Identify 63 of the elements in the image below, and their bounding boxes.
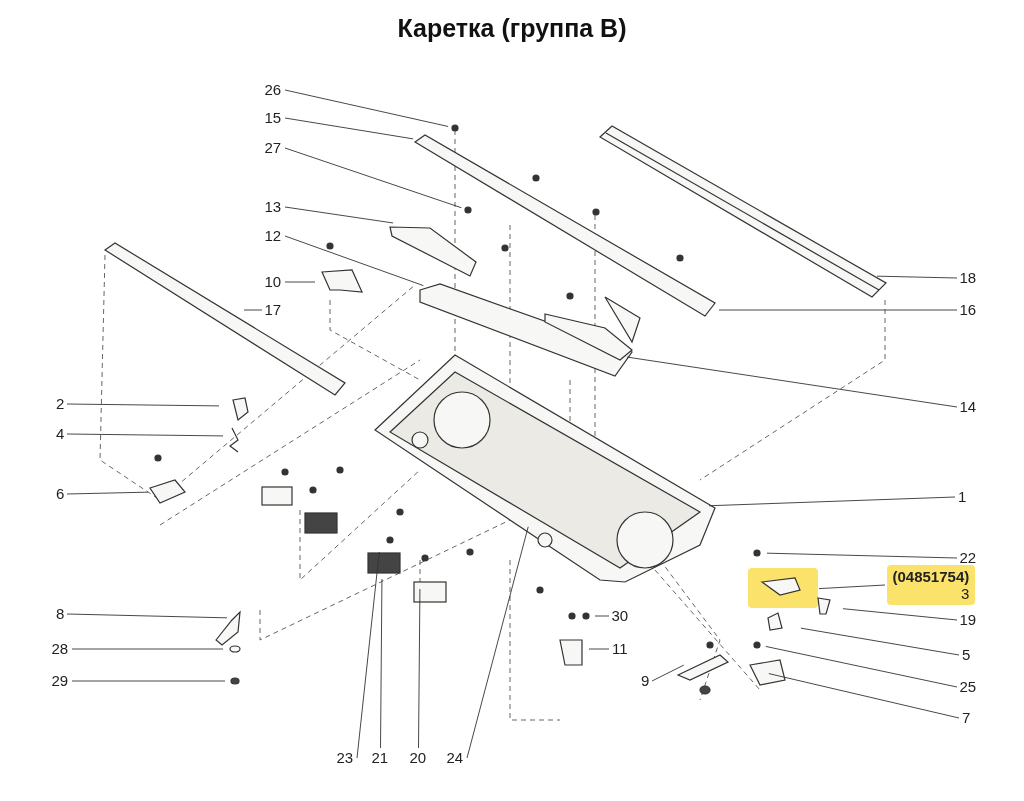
callout-number: 11 bbox=[611, 641, 629, 657]
callout-number: 30 bbox=[610, 608, 630, 624]
callout-number: 4 bbox=[55, 426, 66, 442]
leader-line bbox=[284, 235, 424, 287]
leader-line bbox=[418, 588, 421, 749]
callout-number: 6 bbox=[55, 486, 66, 502]
leader-line bbox=[284, 89, 449, 127]
diagram-title: Каретка (группа B) bbox=[396, 14, 628, 43]
leader-line bbox=[380, 578, 383, 749]
leader-line bbox=[466, 526, 529, 759]
callout-number: 16 bbox=[958, 302, 978, 318]
callout-number: 22 bbox=[958, 550, 978, 566]
callout-number: 8 bbox=[55, 606, 66, 622]
leader-line bbox=[818, 584, 886, 590]
leader-line bbox=[876, 275, 958, 279]
callout-number: 26 bbox=[263, 82, 283, 98]
leader-line bbox=[651, 664, 685, 682]
leader-line bbox=[768, 673, 960, 719]
callout-number: 18 bbox=[958, 270, 978, 286]
leader-line bbox=[66, 403, 220, 407]
leader-line bbox=[800, 627, 960, 656]
part-number: (04851754) bbox=[892, 568, 970, 585]
leader-line bbox=[243, 309, 263, 311]
leader-line bbox=[765, 646, 958, 688]
leader-line bbox=[766, 552, 958, 559]
callout-number: 17 bbox=[263, 302, 283, 318]
leader-line bbox=[284, 206, 394, 224]
callout-number: 25 bbox=[958, 679, 978, 695]
callout-number: 23 bbox=[335, 750, 355, 766]
callout-number: 20 bbox=[408, 750, 428, 766]
callout-number: 5 bbox=[961, 647, 972, 663]
callout-number: 9 bbox=[640, 673, 651, 689]
leader-line bbox=[284, 117, 414, 140]
callout-number: 15 bbox=[263, 110, 283, 126]
leader-line bbox=[66, 613, 228, 619]
leader-line bbox=[71, 648, 224, 650]
callout-number: 7 bbox=[961, 710, 972, 726]
leader-line bbox=[71, 680, 226, 682]
callout-number: 14 bbox=[958, 399, 978, 415]
leader-line bbox=[594, 615, 610, 617]
callout-number: 10 bbox=[263, 274, 283, 290]
callout-number: 29 bbox=[50, 673, 70, 689]
callout-number: 28 bbox=[50, 641, 70, 657]
callout-number: 3 bbox=[959, 585, 970, 602]
leader-line bbox=[284, 147, 462, 209]
leader-line bbox=[708, 496, 956, 507]
leader-line bbox=[626, 356, 958, 408]
leader-line bbox=[66, 433, 224, 437]
leader-line bbox=[284, 281, 316, 283]
callout-number: 2 bbox=[55, 396, 66, 412]
highlight-box bbox=[886, 565, 976, 605]
leader-line bbox=[66, 491, 149, 495]
leader-line bbox=[588, 648, 610, 650]
callout-number: 24 bbox=[445, 750, 465, 766]
callout-number: 1 bbox=[957, 489, 968, 505]
callout-number: 21 bbox=[370, 750, 390, 766]
callout-number: 12 bbox=[263, 228, 283, 244]
leader-line bbox=[842, 608, 958, 621]
callout-number: 19 bbox=[958, 612, 978, 628]
leader-line bbox=[718, 309, 958, 311]
callout-number: 27 bbox=[263, 140, 283, 156]
leader-line bbox=[356, 551, 380, 759]
callout-number: 13 bbox=[263, 199, 283, 215]
